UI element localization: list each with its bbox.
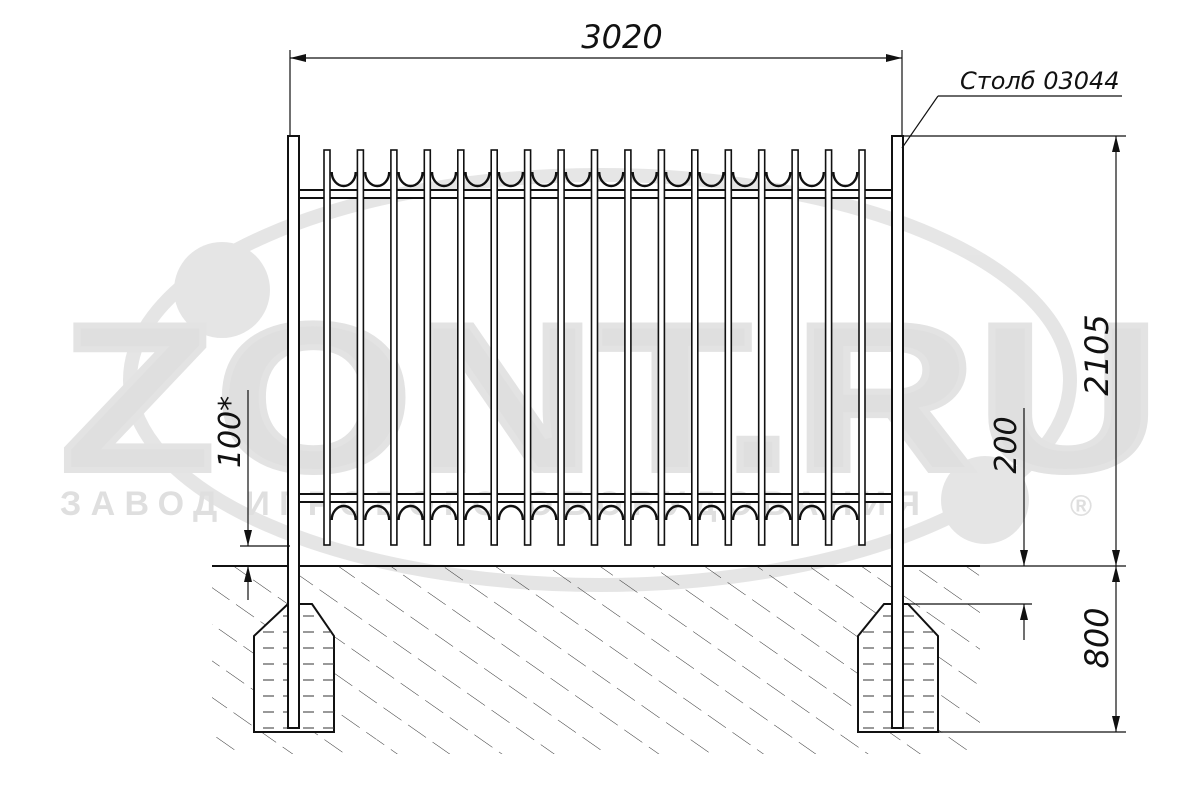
fence-picket: [323, 149, 331, 546]
fence-picket: [557, 149, 565, 546]
dimension-depth: 800: [1078, 607, 1116, 668]
fence-picket: [724, 149, 733, 546]
bottom-scroll: [664, 504, 692, 521]
top-scroll: [364, 171, 391, 188]
top-scroll: [397, 171, 424, 188]
top-scroll: [497, 171, 525, 188]
fence-picket: [858, 149, 866, 546]
post-label: Столб 03044: [960, 67, 1120, 95]
fence-picket: [590, 149, 599, 546]
fence-picket: [390, 149, 398, 546]
top-scroll: [832, 171, 859, 188]
bottom-scroll: [765, 504, 792, 521]
bottom-scroll: [731, 504, 759, 521]
fence-picket: [757, 149, 766, 546]
top-scroll: [531, 171, 558, 188]
fence-picket: [423, 149, 432, 546]
post-right: [891, 135, 904, 729]
watermark-registered: ®: [1070, 490, 1092, 523]
bottom-scroll: [798, 504, 825, 521]
scroll-group: [330, 171, 859, 521]
fence-picket: [657, 149, 666, 546]
top-scroll: [731, 171, 759, 188]
top-scroll: [631, 171, 658, 188]
fence-picket: [624, 149, 632, 546]
depth-dimension: 800: [938, 566, 1126, 733]
fence-picket: [791, 149, 799, 546]
height-dimension: 2105: [903, 135, 1126, 567]
dimension-gap: 200: [989, 416, 1024, 473]
bottom-scroll: [564, 504, 591, 521]
top-scroll: [430, 171, 458, 188]
bottom-scroll: [531, 504, 558, 521]
watermark-logo: ZONT.RU ЗАВОД ИГРОВОГО ОБОРУДОВАНИЯ ®: [57, 168, 1163, 592]
bottom-scroll: [832, 504, 859, 521]
bottom-scroll: [430, 504, 458, 521]
clearance-dimension: 100*: [213, 390, 290, 600]
top-scroll: [664, 171, 692, 188]
top-scroll: [598, 171, 625, 188]
top-scroll: [464, 171, 491, 188]
dimension-width: 3020: [581, 18, 662, 56]
width-dimension: 3020: [289, 18, 903, 136]
fence-picket: [490, 149, 499, 546]
bottom-scroll: [330, 504, 357, 521]
fence-picket: [824, 149, 833, 546]
ground-hatch: [212, 566, 980, 754]
fence-picket: [356, 149, 365, 546]
watermark-logo-text: ZONT.RU: [60, 280, 1160, 515]
gap-dimension: 200: [908, 408, 1032, 640]
fence-picket: [690, 149, 699, 546]
fence-picket: [523, 149, 532, 546]
bottom-scroll: [397, 504, 424, 521]
dimension-height: 2105: [1078, 314, 1116, 395]
bottom-scroll: [364, 504, 391, 521]
bottom-scroll: [464, 504, 491, 521]
fence-picket: [456, 149, 465, 546]
dimension-clearance: 100*: [213, 396, 248, 468]
bottom-scroll: [497, 504, 525, 521]
picket-group: [323, 149, 866, 546]
top-scroll: [330, 171, 357, 188]
top-scroll: [765, 171, 792, 188]
bottom-scroll: [598, 504, 625, 521]
top-scroll: [798, 171, 825, 188]
bottom-scroll: [631, 504, 658, 521]
top-scroll: [698, 171, 725, 188]
post-left: [287, 135, 300, 729]
top-scroll: [564, 171, 591, 188]
bottom-scroll: [698, 504, 725, 521]
post-callout: Столб 03044: [901, 67, 1122, 149]
